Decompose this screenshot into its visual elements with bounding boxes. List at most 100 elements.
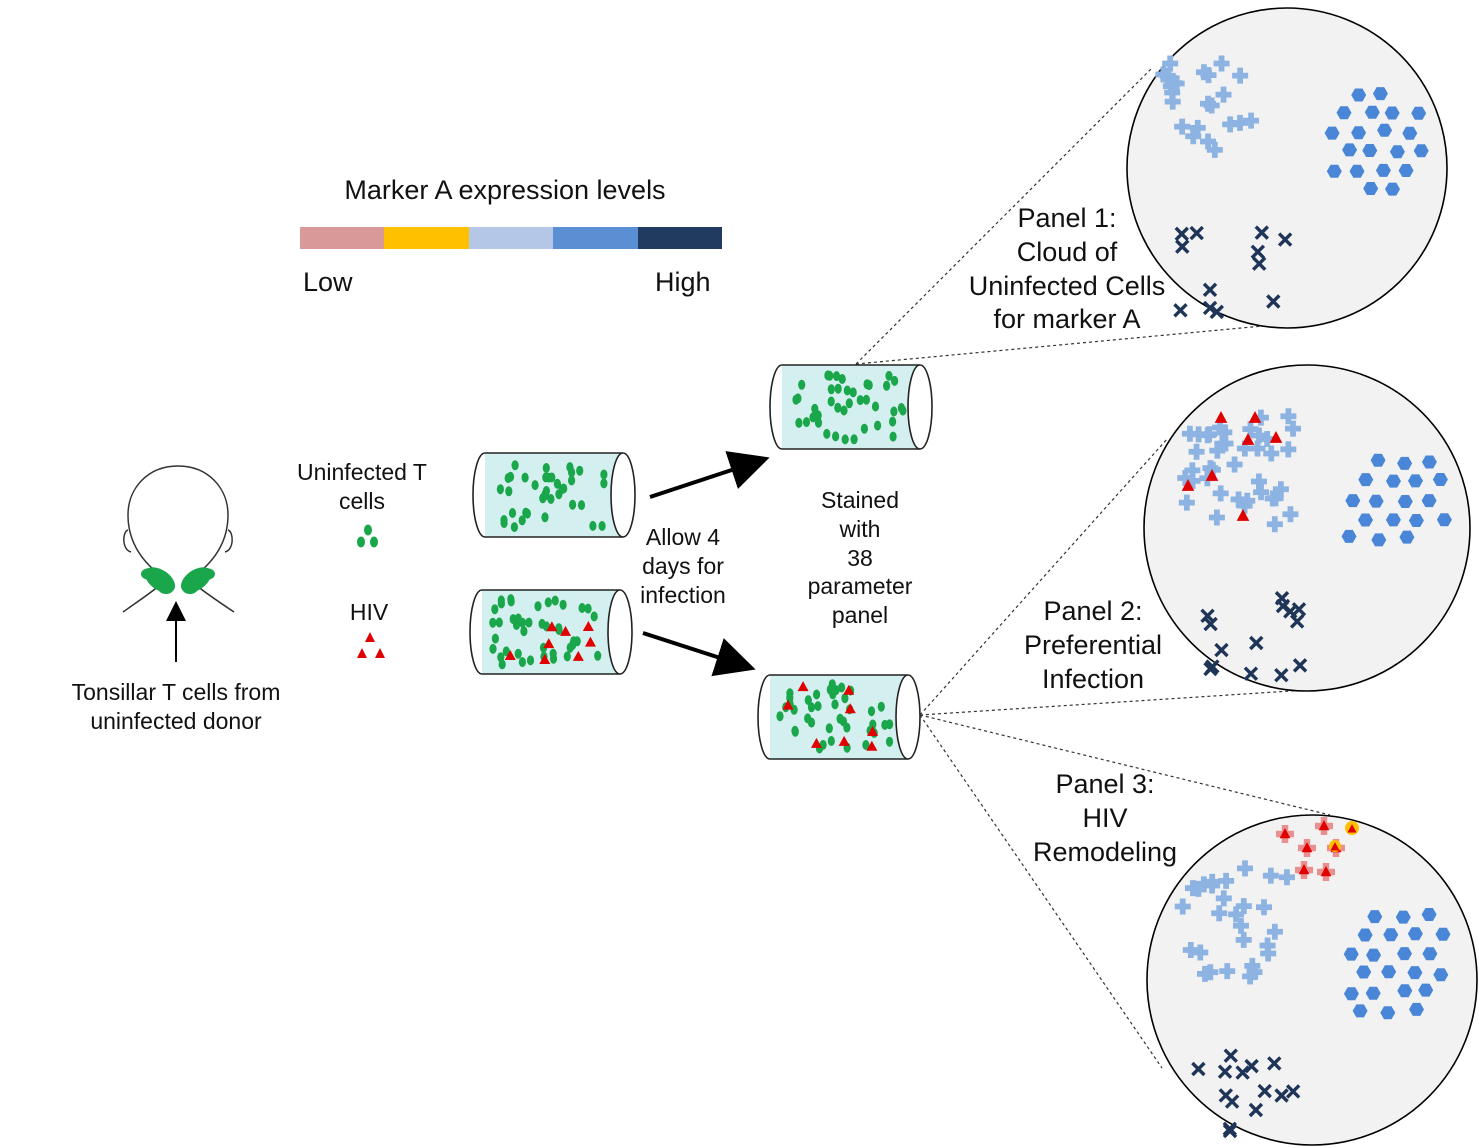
plus-marker — [1272, 481, 1289, 498]
scale-level-1 — [300, 227, 385, 249]
cell-dot — [518, 657, 527, 668]
hiv-marker — [1236, 509, 1250, 521]
cell-dot — [838, 682, 846, 693]
plus-marker — [1165, 75, 1182, 92]
panel2-label: Panel 2: Preferential Infection — [1023, 596, 1163, 694]
hiv-particle — [539, 654, 551, 665]
cross-marker — [1174, 226, 1189, 242]
cell-dot — [827, 396, 835, 407]
zoom-lines — [855, 67, 1331, 1069]
plus-marker — [1282, 506, 1299, 523]
tube-opening — [895, 674, 921, 760]
cell-dot — [849, 387, 857, 398]
hexagon-marker — [1386, 474, 1401, 488]
plus-marker — [1213, 55, 1230, 72]
cross-marker — [1173, 303, 1188, 318]
cell-dot — [832, 371, 841, 382]
hexagon-marker — [1349, 164, 1365, 178]
cross-marker — [1205, 659, 1220, 674]
cell-dot — [845, 398, 853, 409]
cross-marker — [1203, 616, 1218, 632]
plus-marker — [1200, 95, 1217, 112]
cell-dot — [828, 679, 836, 690]
cell-dot — [544, 597, 552, 608]
plus-marker — [1243, 112, 1260, 129]
cell-dot — [560, 483, 568, 494]
tube-body — [485, 453, 623, 537]
plus-marker — [1235, 931, 1252, 948]
plus-marker — [1182, 941, 1199, 958]
tube-left-end — [469, 589, 483, 675]
plus-marker — [1201, 426, 1218, 443]
plus-marker — [1209, 442, 1226, 459]
plus-marker — [1219, 963, 1236, 980]
hiv-marker — [1279, 828, 1291, 839]
cell-dot — [874, 420, 882, 431]
hexagon-marker — [1421, 455, 1437, 469]
plus-marker — [1242, 421, 1259, 438]
plus-marker — [1188, 443, 1205, 460]
cross-marker — [1191, 1061, 1206, 1077]
cell-dot — [889, 431, 897, 442]
cell-dot — [520, 626, 528, 637]
panel3-circle — [1146, 814, 1478, 1146]
plus-marker — [1214, 435, 1231, 452]
cross-marker — [1222, 1123, 1238, 1139]
plus-marker — [1266, 923, 1283, 940]
plus-marker — [1237, 860, 1254, 877]
plus-marker — [1266, 516, 1283, 533]
cell-dot — [542, 486, 551, 496]
cell-dot — [836, 713, 844, 724]
plus-marker — [1192, 944, 1209, 961]
cell-dot — [838, 374, 846, 384]
plus-marker — [1228, 906, 1245, 923]
cross-marker — [1289, 614, 1305, 629]
hexagon-marker — [1421, 908, 1437, 921]
hexagon-marker — [1352, 1004, 1368, 1018]
plus-marker — [1206, 141, 1223, 158]
hexagon-marker — [1351, 126, 1367, 140]
plus-marker — [1235, 898, 1252, 915]
cell-dot — [495, 617, 503, 628]
cell-dot — [814, 410, 822, 421]
cell-dot — [553, 478, 562, 489]
cell-dot — [897, 403, 906, 413]
cell-dot — [862, 740, 870, 750]
plus-marker — [1226, 456, 1243, 473]
plus-marker — [1267, 490, 1284, 507]
plus-marker — [1212, 419, 1229, 436]
plus-marker — [1232, 917, 1249, 934]
cell-dot — [792, 394, 800, 405]
staining-step-label: Stained with 38 parameter panel — [807, 487, 913, 628]
cell-dot — [508, 508, 517, 518]
cell-dot — [786, 688, 794, 699]
hexagon-marker — [1407, 966, 1423, 980]
tube-uninfected — [472, 452, 636, 538]
cross-marker — [1209, 304, 1225, 320]
scale-level-3 — [468, 227, 554, 249]
plus-marker — [1184, 472, 1201, 489]
legend-low-label: Low — [303, 267, 353, 297]
hexagon-marker — [1341, 529, 1357, 543]
plus-marker — [1263, 445, 1280, 462]
cell-dot — [576, 465, 584, 476]
cell-dot — [843, 385, 851, 396]
cell-dot — [885, 370, 893, 381]
hiv-particle — [844, 703, 856, 714]
cross-marker — [1223, 1048, 1238, 1063]
hexagon-marker — [1364, 105, 1380, 119]
donor-head-icon — [122, 465, 235, 613]
cross-marker — [1250, 244, 1266, 260]
cell-dot — [594, 650, 602, 661]
hexagon-marker — [1362, 144, 1378, 157]
hiv-marker — [1181, 479, 1195, 491]
plus-marker — [1164, 84, 1181, 101]
scale-level-2 — [384, 227, 469, 249]
plus-marker — [1250, 427, 1267, 444]
cross-marker — [1248, 1102, 1264, 1118]
cell-dot — [510, 522, 518, 533]
panel1-circle — [1126, 7, 1448, 329]
cell-dot — [814, 417, 823, 428]
